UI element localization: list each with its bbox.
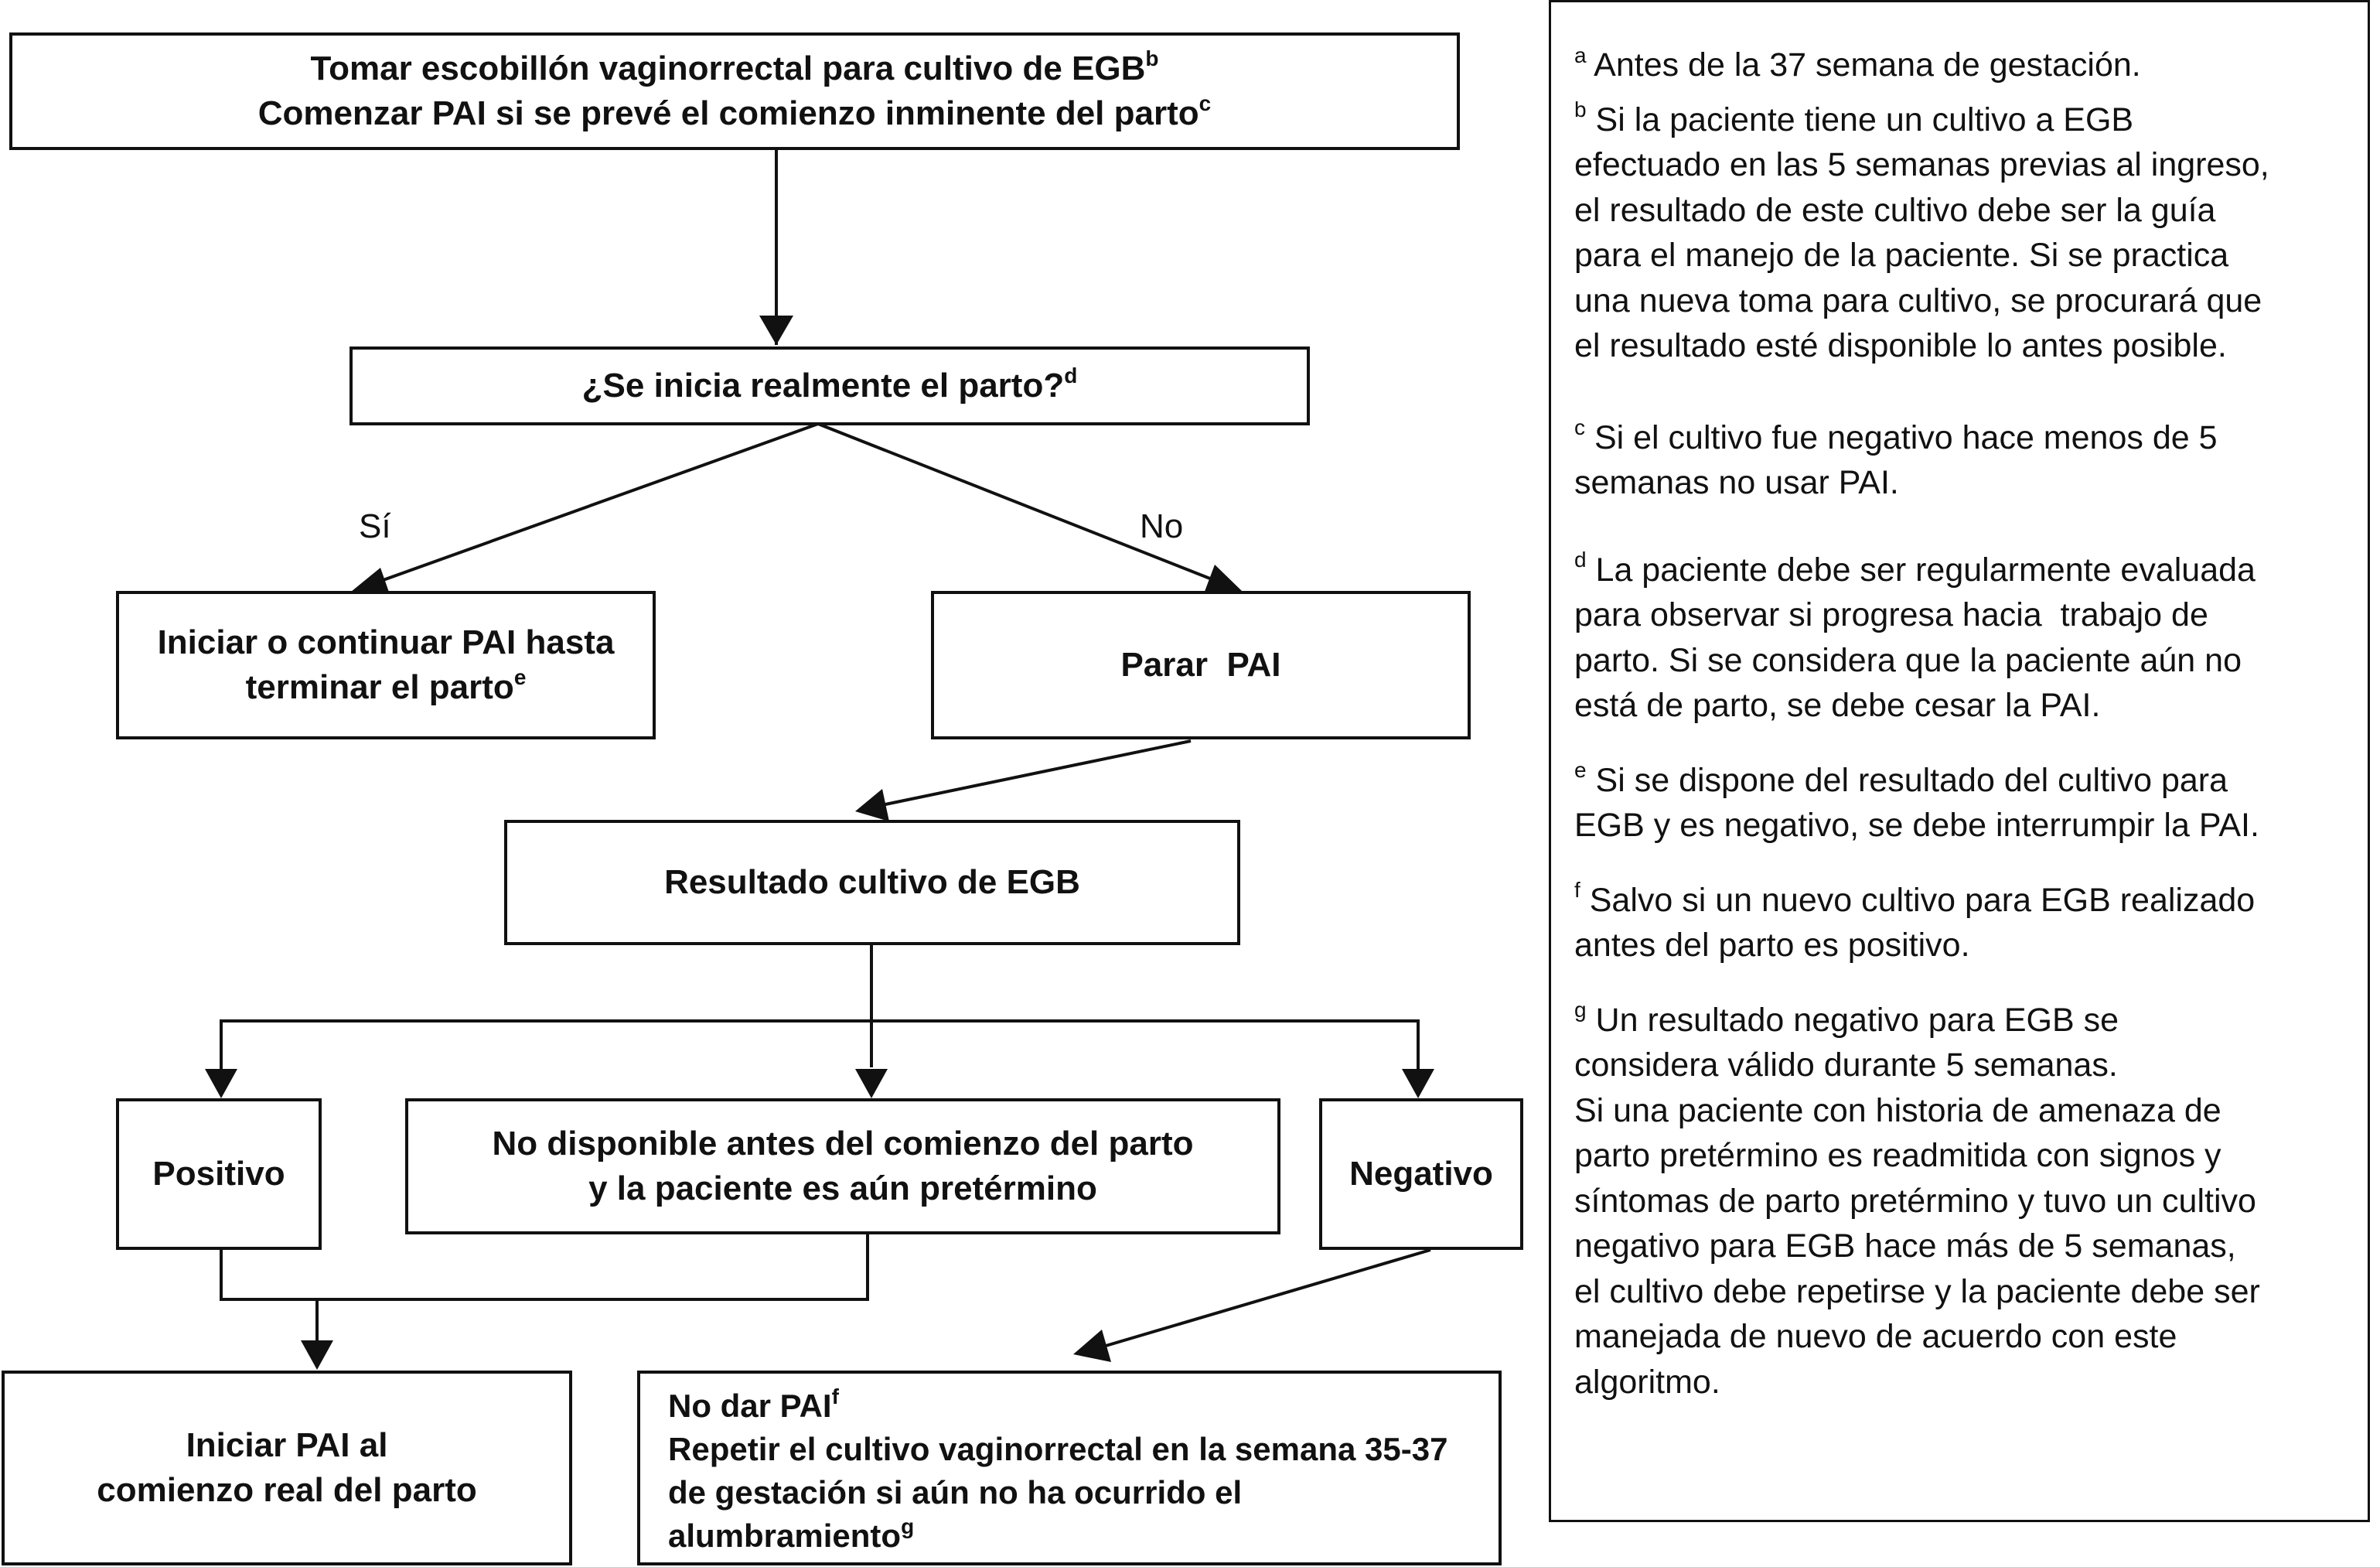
footnote-ref-e: e	[513, 665, 527, 690]
footnote-f: f Salvo si un nuevo cultivo para EGB rea…	[1574, 878, 2348, 968]
footnote-line: parto. Si se considera que la paciente a…	[1574, 641, 2242, 679]
box-no-pai: No dar PAIf Repetir el cultivo vaginorre…	[637, 1371, 1502, 1565]
footnote-a: a Antes de la 37 semana de gestación.	[1574, 43, 2348, 88]
arrow-question-to-stop	[817, 422, 1215, 582]
footnote-key: e	[1574, 758, 1587, 783]
footnote-line: el resultado de este cultivo debe ser la…	[1574, 191, 2216, 229]
box-negative: Negativo	[1319, 1098, 1523, 1250]
box-unavailable-line1: No disponible antes del comienzo del par…	[492, 1125, 1194, 1162]
footnote-ref-d: d	[1064, 364, 1078, 388]
footnote-line: semanas no usar PAI.	[1574, 464, 1899, 501]
footnote-b: b Si la paciente tiene un cultivo a EGB …	[1574, 97, 2348, 369]
footnote-line: Si el cultivo fue negativo hace menos de…	[1594, 418, 2218, 456]
footnote-line: La paciente debe ser regularmente evalua…	[1595, 551, 2256, 589]
footnote-line: el cultivo debe repetirse y la paciente …	[1574, 1272, 2260, 1310]
footnotes-panel: a Antes de la 37 semana de gestación. b …	[1549, 0, 2370, 1522]
box-take-swab-line1: Tomar escobillón vaginorrectal para cult…	[310, 50, 1146, 87]
footnote-ref-c: c	[1199, 91, 1212, 116]
arrowhead	[1073, 1330, 1111, 1362]
box-real-labor: Iniciar PAI al comienzo real del parto	[2, 1371, 572, 1565]
footnote-line: Un resultado negativo para EGB se	[1595, 1001, 2119, 1039]
footnote-key: b	[1574, 97, 1587, 122]
box-culture-result-text: Resultado cultivo de EGB	[664, 863, 1080, 901]
box-labor-question-text: ¿Se inicia realmente el parto?	[581, 367, 1065, 405]
box-negative-text: Negativo	[1349, 1155, 1493, 1193]
box-take-swab: Tomar escobillón vaginorrectal para cult…	[9, 32, 1460, 150]
box-unavailable: No disponible antes del comienzo del par…	[405, 1098, 1280, 1234]
footnote-e: e Si se dispone del resultado del cultiv…	[1574, 758, 2348, 848]
footnote-line: parto pretérmino es readmitida con signo…	[1574, 1137, 2221, 1174]
box-real-labor-line2: comienzo real del parto	[97, 1471, 477, 1509]
footnote-d: d La paciente debe ser regularmente eval…	[1574, 548, 2348, 729]
footnote-line: para el manejo de la paciente. Si se pra…	[1574, 237, 2229, 274]
box-start-pai-line2: terminar el parto	[245, 668, 514, 706]
box-no-pai-line4: alumbramiento	[668, 1517, 902, 1554]
box-positive: Positivo	[116, 1098, 322, 1250]
footnote-line: considera válido durante 5 semanas.	[1574, 1046, 2118, 1084]
footnote-key: c	[1574, 415, 1585, 440]
footnote-g: g Un resultado negativo para EGB se cons…	[1574, 998, 2348, 1405]
footnote-c: c Si el cultivo fue negativo hace menos …	[1574, 415, 2348, 506]
footnote-line: manejada de nuevo de acuerdo con este	[1574, 1318, 2177, 1355]
box-unavailable-line2: y la paciente es aún pretérmino	[588, 1169, 1097, 1207]
box-start-pai: Iniciar o continuar PAI hasta terminar e…	[116, 591, 656, 739]
arrowhead	[1402, 1069, 1434, 1098]
footnote-key: f	[1574, 878, 1580, 903]
footnote-line: para observar si progresa hacia trabajo …	[1574, 596, 2208, 633]
box-no-pai-line2: Repetir el cultivo vaginorrectal en la s…	[668, 1431, 1448, 1467]
footnote-key: d	[1574, 548, 1587, 572]
arrowhead	[1203, 565, 1242, 596]
box-take-swab-line2: Comenzar PAI si se prevé el comienzo inm…	[257, 94, 1199, 132]
footnote-line: algoritmo.	[1574, 1363, 1720, 1401]
footnote-line: Salvo si un nuevo cultivo para EGB reali…	[1589, 881, 2256, 919]
arrow-negative-to-nopai	[1105, 1248, 1431, 1347]
footnote-ref-g: g	[901, 1514, 915, 1538]
arrowhead	[205, 1069, 237, 1098]
box-start-pai-line1: Iniciar o continuar PAI hasta	[157, 623, 615, 661]
footnote-line: Si una paciente con historia de amenaza …	[1574, 1091, 2221, 1129]
branch-label-yes: Sí	[359, 507, 391, 545]
footnote-key: g	[1574, 998, 1587, 1022]
box-no-pai-line1: No dar PAI	[668, 1388, 832, 1424]
footnote-line: EGB y es negativo, se debe interrumpir l…	[1574, 807, 2259, 844]
footnote-key: a	[1574, 43, 1587, 67]
arrowhead	[855, 1069, 888, 1098]
footnote-line: efectuado en las 5 semanas previas al in…	[1574, 146, 2269, 183]
arrowhead	[301, 1340, 333, 1370]
box-no-pai-line3: de gestación si aún no ha ocurrido el	[668, 1474, 1243, 1511]
arrowhead	[855, 789, 889, 821]
footnote-line: Si se dispone del resultado del cultivo …	[1595, 761, 2228, 799]
branch-label-no: No	[1140, 507, 1184, 545]
box-real-labor-line1: Iniciar PAI al	[186, 1426, 388, 1464]
arrow-stop-to-result	[885, 739, 1192, 806]
connector-merge	[220, 1234, 869, 1301]
footnote-line: negativo para EGB hace más de 5 semanas,	[1574, 1227, 2236, 1265]
box-stop-pai: Parar PAI	[931, 591, 1471, 739]
footnote-ref-b: b	[1145, 46, 1159, 71]
arrow-question-to-start	[378, 422, 819, 583]
footnote-line: está de parto, se debe cesar la PAI.	[1574, 687, 2101, 724]
footnote-line: antes del parto es positivo.	[1574, 927, 1970, 964]
box-positive-text: Positivo	[152, 1155, 285, 1193]
box-culture-result: Resultado cultivo de EGB	[504, 820, 1240, 945]
box-labor-question: ¿Se inicia realmente el parto?d	[349, 347, 1310, 425]
arrowhead	[759, 316, 793, 345]
footnote-line: Antes de la 37 semana de gestación.	[1594, 46, 2141, 84]
box-stop-pai-text: Parar PAI	[1120, 646, 1281, 684]
footnote-line: una nueva toma para cultivo, se procurar…	[1574, 282, 2262, 319]
footnote-line: síntomas de parto pretérmino y tuvo un c…	[1574, 1182, 2256, 1220]
footnote-line: Si la paciente tiene un cultivo a EGB	[1595, 101, 2134, 138]
connector-branch-bar	[220, 1019, 1420, 1094]
footnote-ref-f: f	[831, 1384, 839, 1408]
footnote-line: el resultado esté disponible lo antes po…	[1574, 327, 2227, 364]
